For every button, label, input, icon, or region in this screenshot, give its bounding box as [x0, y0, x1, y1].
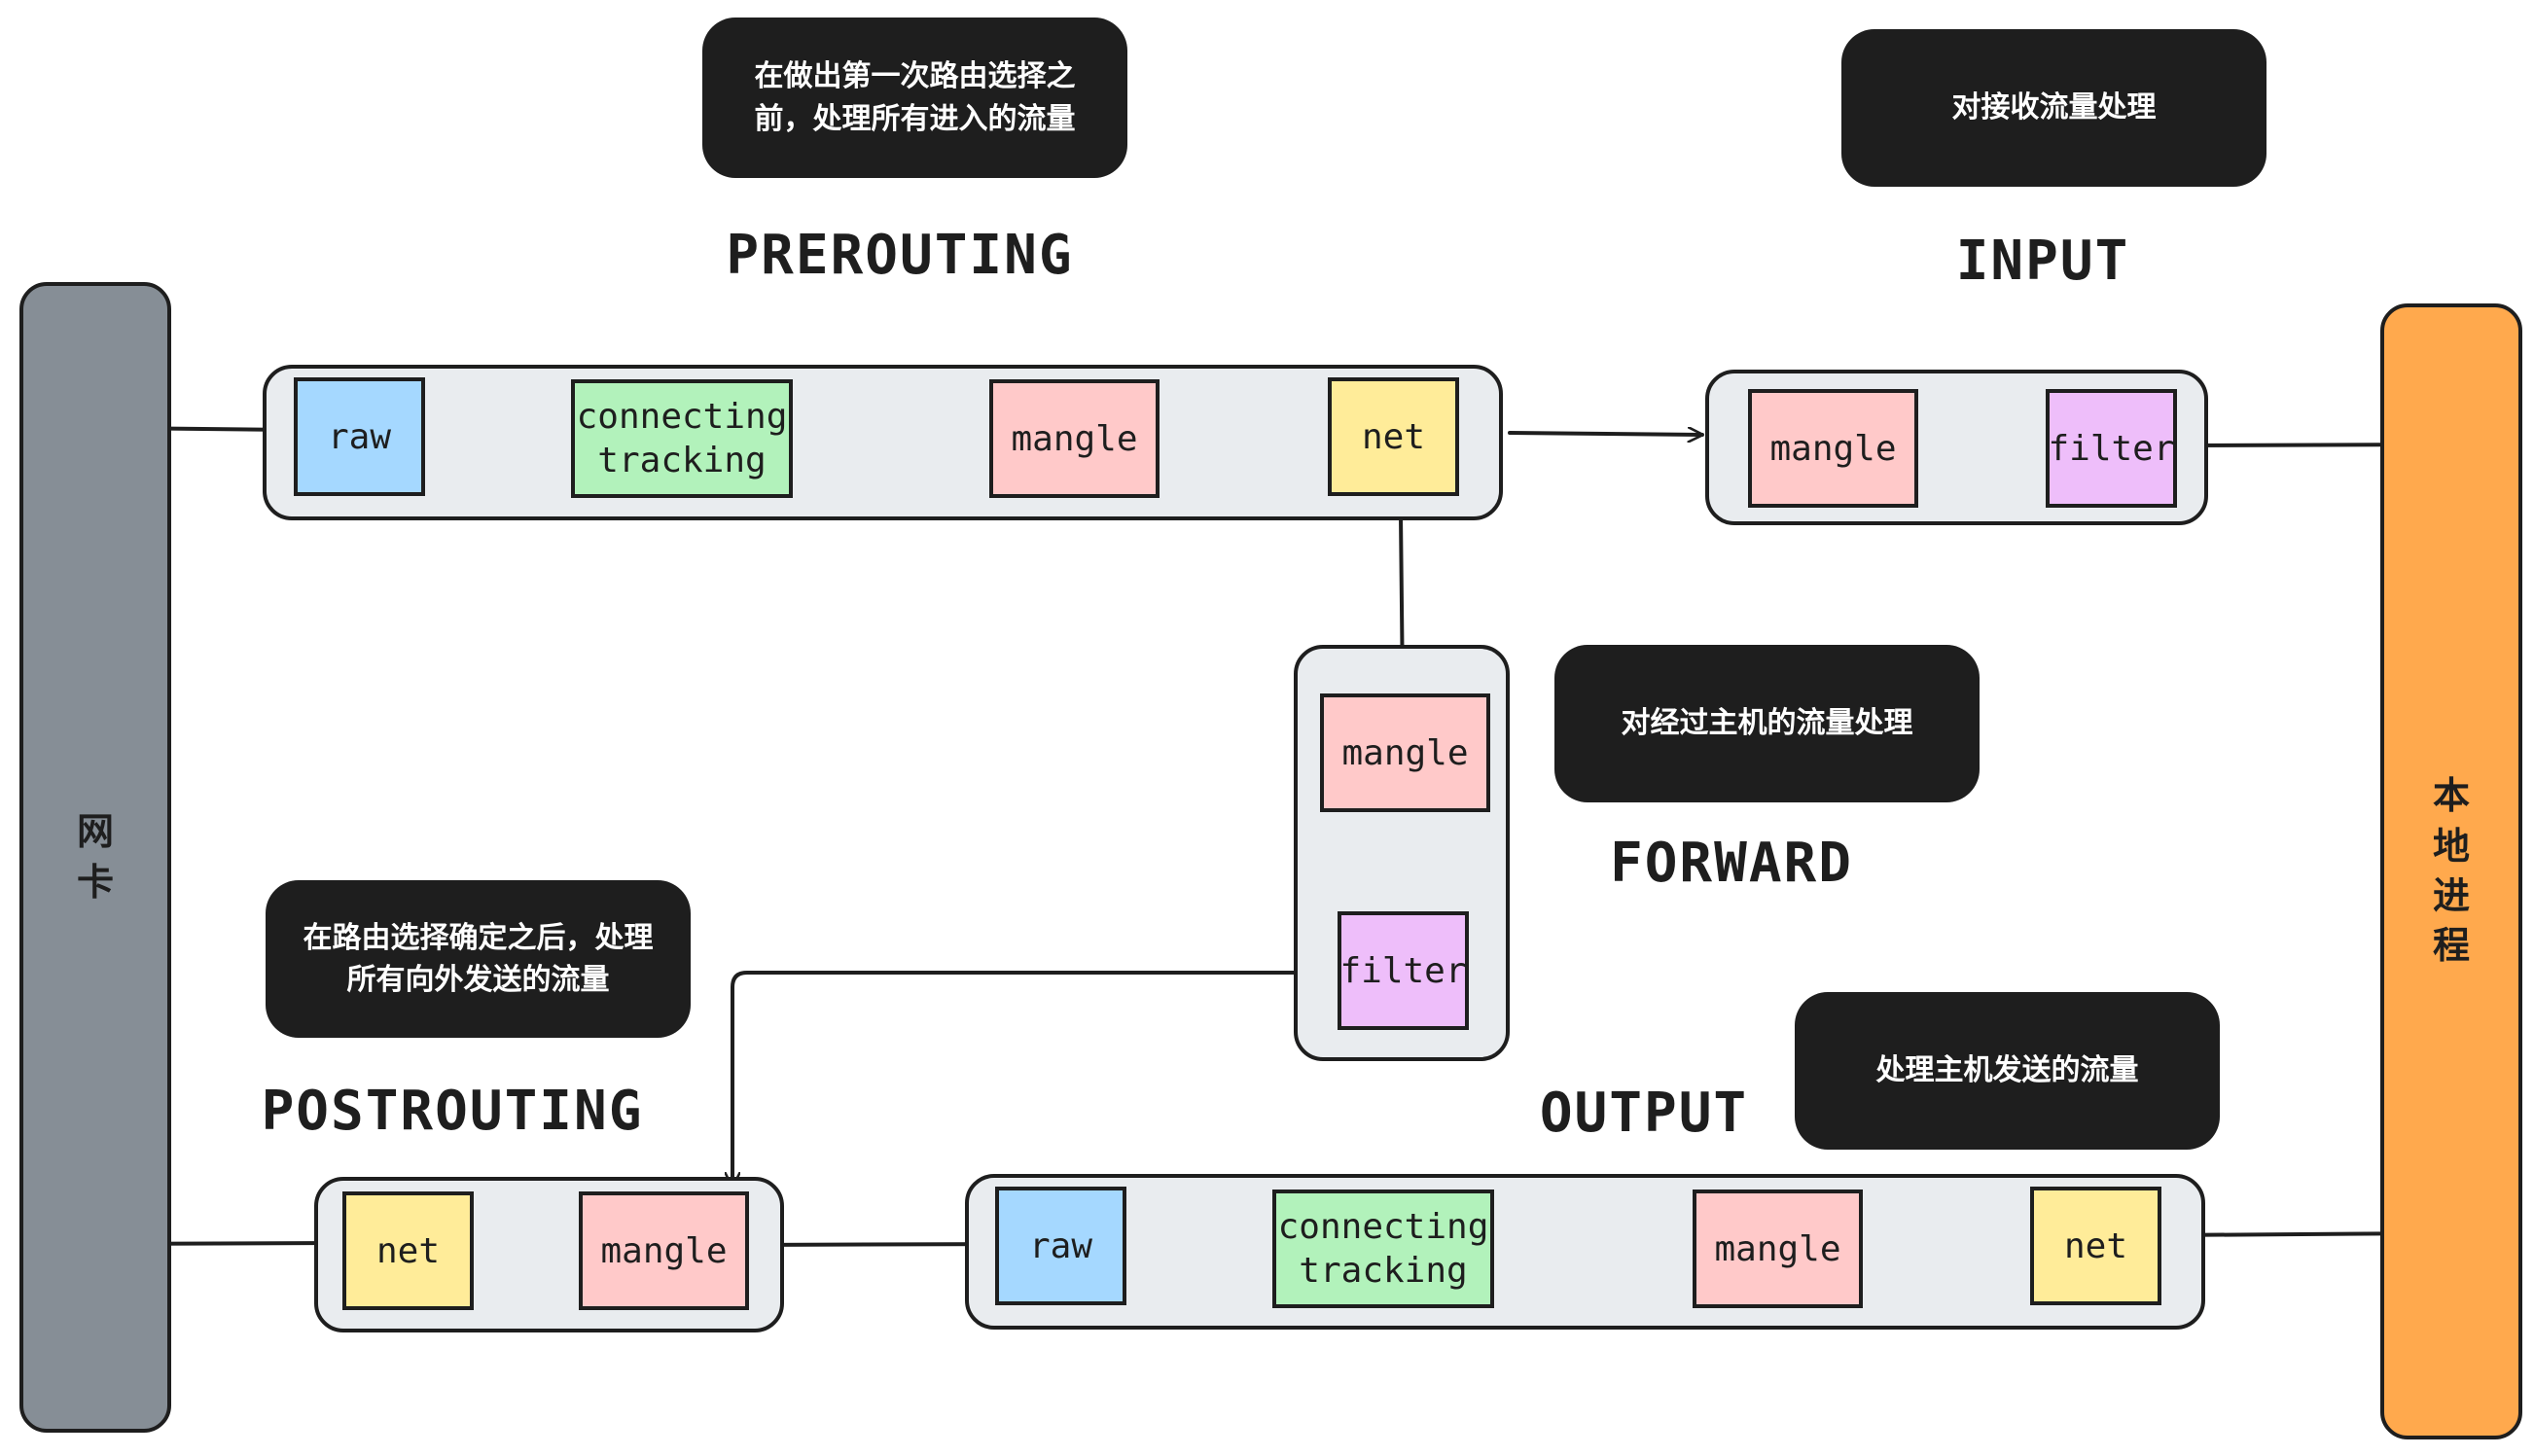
prerouting-connecting-tracking-node[interactable]: connecting tracking: [571, 379, 793, 498]
postrouting-net-node[interactable]: net: [342, 1191, 474, 1310]
local-process-label: 本地进程: [2432, 774, 2470, 968]
output-net-node[interactable]: net: [2030, 1187, 2161, 1305]
nic-label: 网卡: [76, 810, 114, 904]
forward-filter-label: filter: [1339, 950, 1467, 991]
forward-note: 对经过主机的流量处理: [1554, 645, 1980, 802]
output-mangle-node[interactable]: mangle: [1693, 1190, 1863, 1308]
postrouting-note: 在路由选择确定之后，处理所有向外发送的流量: [266, 880, 691, 1038]
input-mangle-label: mangle: [1769, 428, 1897, 469]
prerouting-title: PREROUTING: [726, 224, 1074, 287]
forward-mangle-node[interactable]: mangle: [1320, 693, 1490, 812]
postrouting-mangle-label: mangle: [600, 1230, 728, 1271]
prerouting-raw-label: raw: [327, 416, 392, 457]
prerouting-mangle-label: mangle: [1011, 418, 1138, 459]
local-process-pillar: 本地进程: [2380, 303, 2522, 1439]
output-raw-node[interactable]: raw: [995, 1187, 1126, 1305]
output-net-label: net: [2063, 1225, 2128, 1266]
output-connecting-tracking-node[interactable]: connecting tracking: [1272, 1190, 1494, 1308]
forward-title: FORWARD: [1609, 832, 1853, 895]
output-note: 处理主机发送的流量: [1795, 992, 2220, 1150]
postrouting-net-label: net: [375, 1230, 441, 1271]
arrow-forward-to-postrouting: [732, 971, 1337, 1189]
output-group: [965, 1174, 2205, 1330]
forward-filter-node[interactable]: filter: [1338, 911, 1469, 1030]
output-mangle-label: mangle: [1714, 1228, 1841, 1269]
postrouting-mangle-node[interactable]: mangle: [579, 1191, 749, 1310]
output-raw-label: raw: [1028, 1225, 1093, 1266]
prerouting-mangle-node[interactable]: mangle: [989, 379, 1160, 498]
prerouting-conntrack-label-line2: tracking: [597, 441, 767, 480]
output-title: OUTPUT: [1539, 1082, 1749, 1145]
forward-mangle-label: mangle: [1341, 732, 1469, 773]
prerouting-raw-node[interactable]: raw: [294, 377, 425, 496]
output-conntrack-label-line1: connecting: [1277, 1207, 1489, 1247]
input-note: 对接收流量处理: [1841, 29, 2266, 187]
input-title: INPUT: [1955, 230, 2130, 293]
postrouting-title: POSTROUTING: [261, 1080, 644, 1143]
prerouting-note: 在做出第一次路由选择之前，处理所有进入的流量: [702, 18, 1127, 178]
prerouting-net-label: net: [1361, 416, 1426, 457]
prerouting-net-node[interactable]: net: [1328, 377, 1459, 496]
input-filter-node[interactable]: filter: [2046, 389, 2177, 508]
arrow-prerouting-to-input: [1508, 433, 1704, 435]
prerouting-conntrack-label-line1: connecting: [576, 397, 788, 437]
output-conntrack-label-line2: tracking: [1299, 1251, 1468, 1291]
nic-pillar: 网卡: [19, 282, 171, 1433]
input-mangle-node[interactable]: mangle: [1748, 389, 1918, 508]
prerouting-group: [263, 365, 1503, 520]
input-filter-label: filter: [2048, 428, 2175, 469]
